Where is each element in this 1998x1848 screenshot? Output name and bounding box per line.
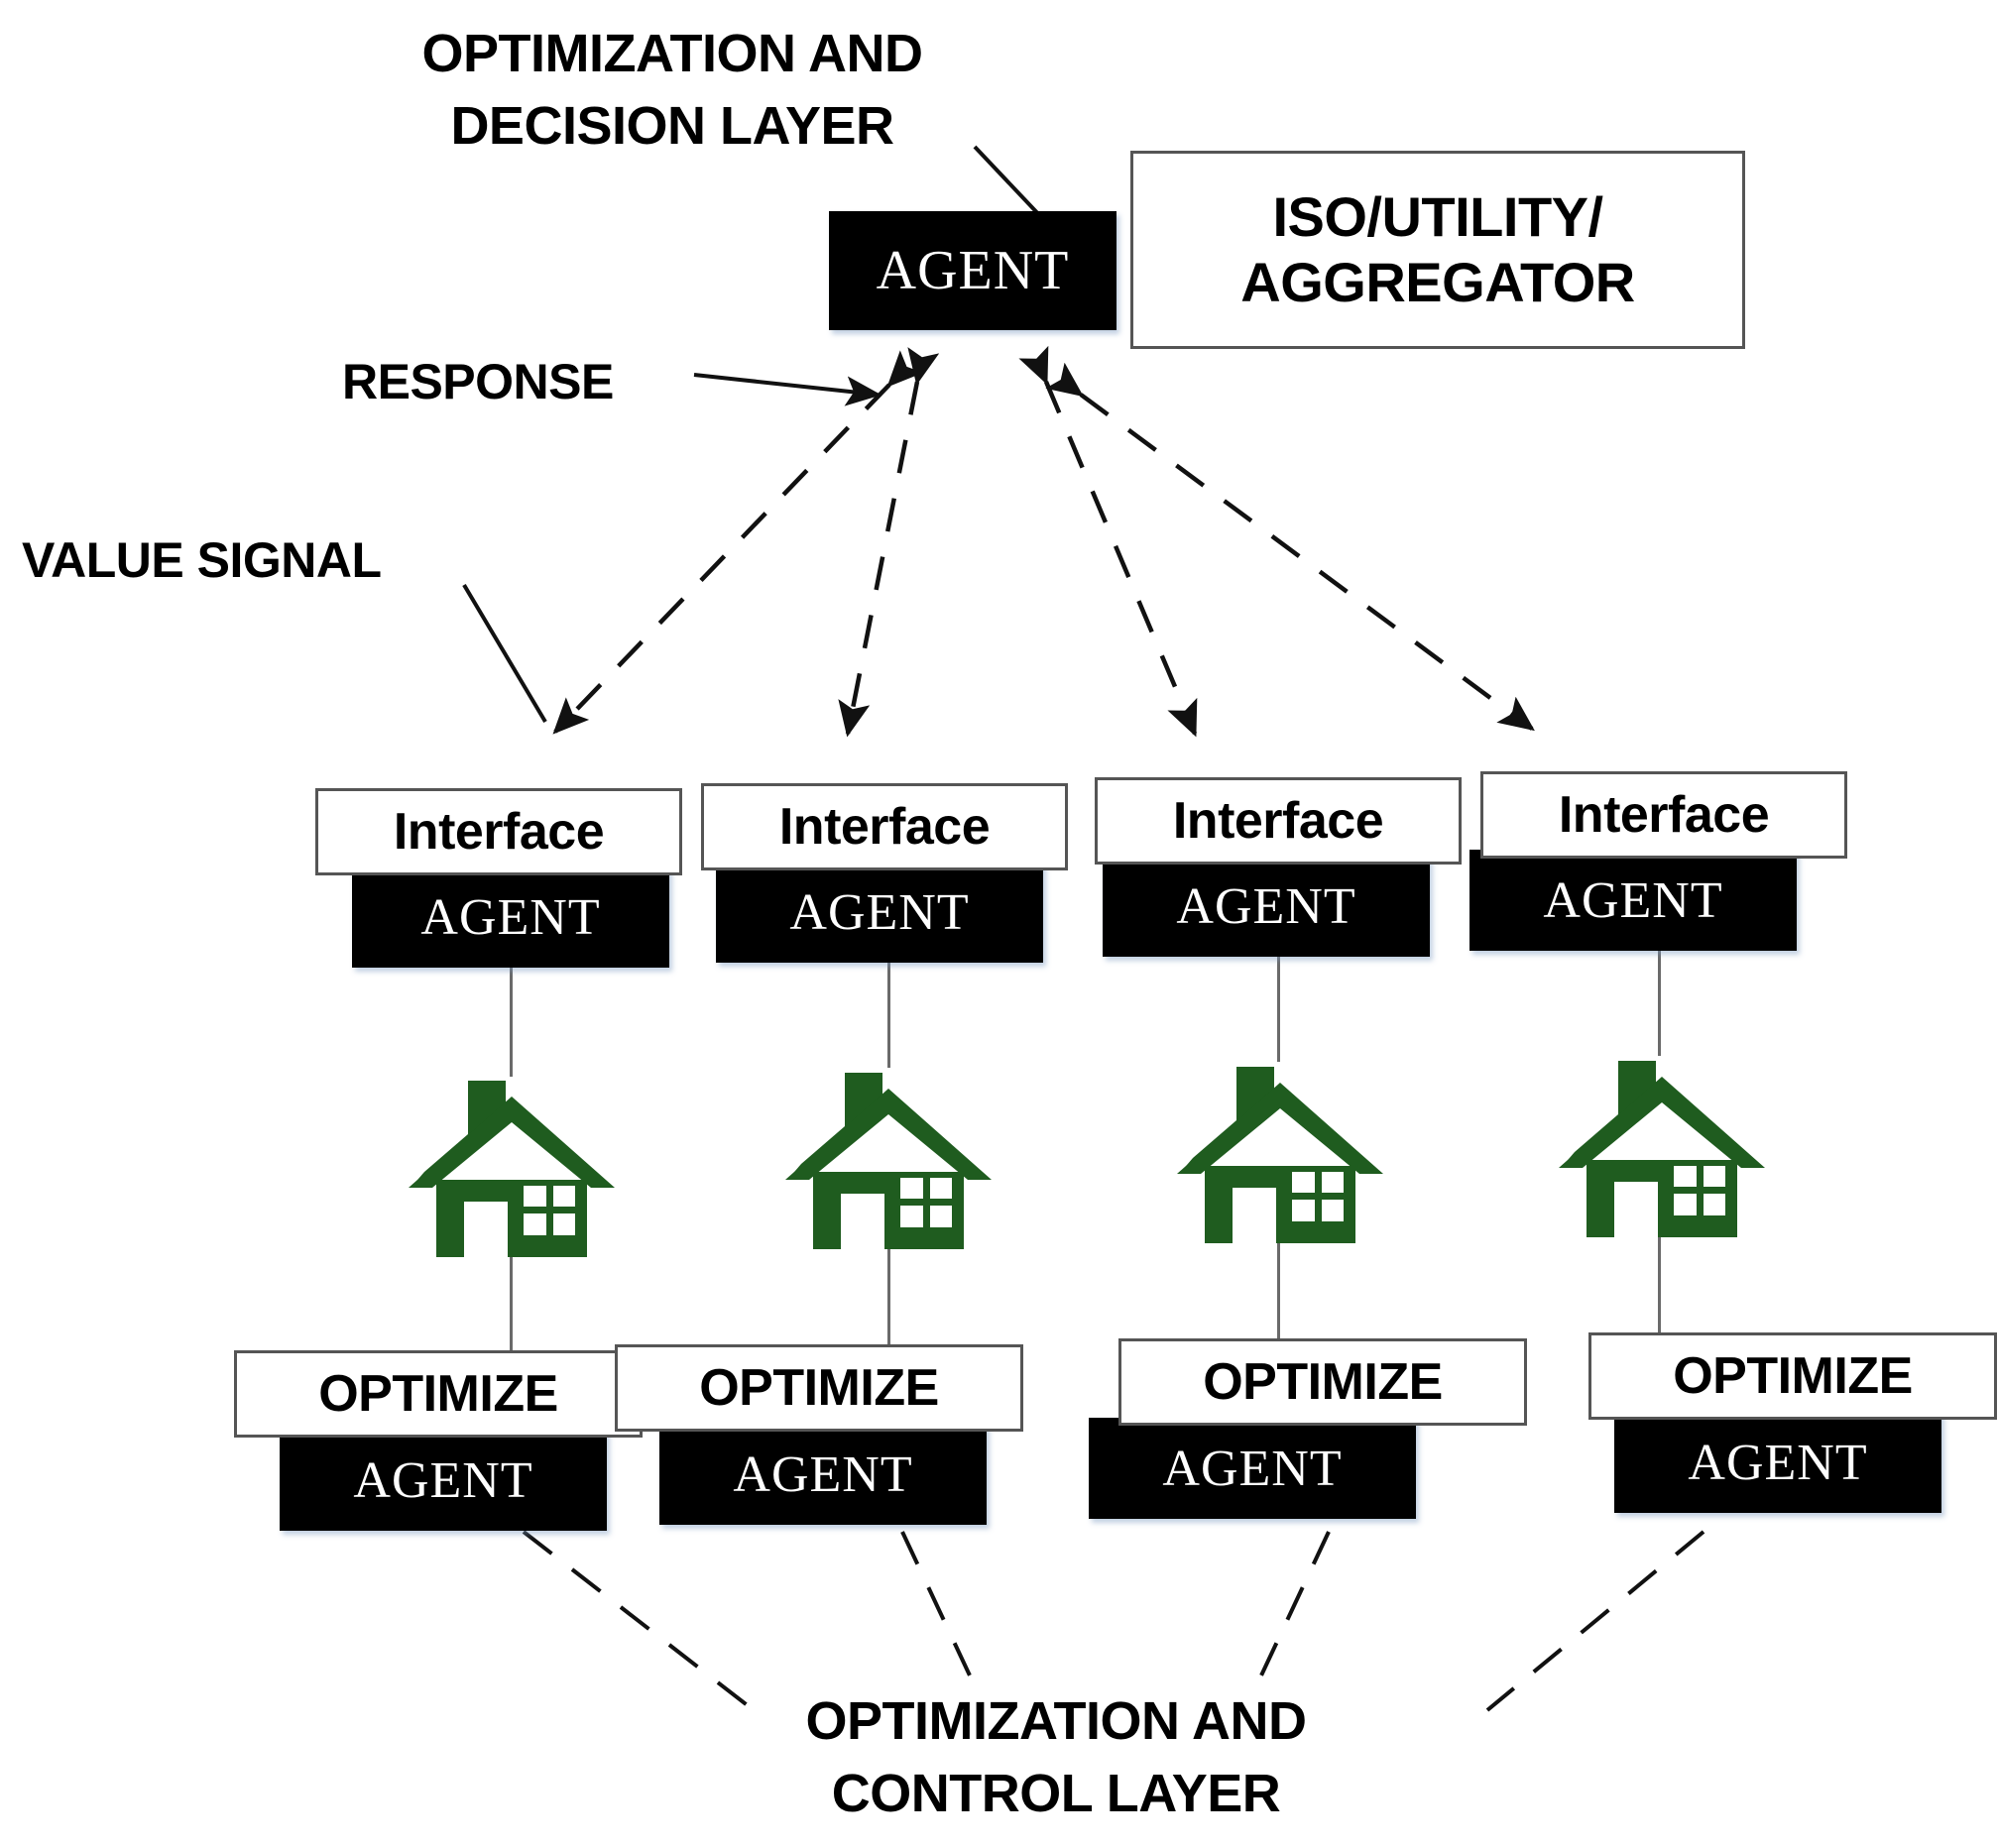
connector-house-optimize-col4 (1658, 1227, 1661, 1338)
interface-box-col2[interactable]: Interface (701, 783, 1068, 870)
leader-control-layer-col2 (900, 1531, 972, 1676)
optimize-agent-label-col3: AGENT (1162, 1440, 1343, 1497)
interface-box-col3[interactable]: Interface (1095, 777, 1462, 865)
interface-agent-label-col1: AGENT (420, 888, 601, 946)
leader-control-layer-col1 (522, 1530, 756, 1712)
optimize-label-col2: OPTIMIZE (699, 1359, 939, 1417)
leader-response (693, 373, 881, 406)
control-layer-line2: CONTROL LAYER (831, 1763, 1281, 1823)
top-agent-label: AGENT (876, 240, 1070, 301)
interface-label-col1: Interface (393, 803, 605, 861)
interface-label-col3: Interface (1172, 792, 1384, 850)
interface-agent-box-col3[interactable]: AGENT (1103, 856, 1430, 957)
interface-label-col4: Interface (1558, 786, 1770, 844)
optimize-label-col1: OPTIMIZE (318, 1365, 558, 1423)
interface-agent-box-col2[interactable]: AGENT (716, 862, 1043, 963)
leader-control-layer-col4 (1485, 1530, 1705, 1712)
interface-agent-box-col1[interactable]: AGENT (352, 866, 669, 968)
interface-agent-label-col2: AGENT (789, 883, 970, 941)
dashed-link-col2 (838, 347, 940, 738)
connector-agent-house-col3 (1277, 957, 1280, 1062)
iso-line1: ISO/UTILITY/ (1272, 184, 1603, 248)
connector-house-optimize-col1 (510, 1247, 513, 1358)
house-icon-col1 (407, 1069, 617, 1257)
optimize-agent-box-col4[interactable]: AGENT (1614, 1412, 1941, 1513)
optimize-agent-box-col1[interactable]: AGENT (280, 1430, 607, 1531)
annotation-value-signal: VALUE SIGNAL (22, 532, 382, 588)
optimize-agent-box-col3[interactable]: AGENT (1089, 1418, 1416, 1519)
interface-agent-label-col3: AGENT (1176, 877, 1356, 935)
dashed-link-col3 (1018, 345, 1198, 738)
dashed-link-col1 (552, 350, 924, 735)
page-title-control-layer: OPTIMIZATION AND CONTROL LAYER (724, 1685, 1388, 1830)
optimize-box-col4[interactable]: OPTIMIZE (1588, 1332, 1997, 1420)
iso-utility-aggregator-box[interactable]: ISO/UTILITY/ AGGREGATOR (1130, 151, 1745, 349)
optimize-box-col2[interactable]: OPTIMIZE (615, 1344, 1023, 1432)
page-title-decision-layer: OPTIMIZATION AND DECISION LAYER (345, 18, 999, 163)
house-icon-col3 (1175, 1055, 1385, 1243)
interface-box-col4[interactable]: Interface (1480, 771, 1847, 859)
optimize-label-col4: OPTIMIZE (1673, 1347, 1913, 1405)
dashed-link-col4 (1045, 362, 1535, 732)
annotation-response: RESPONSE (342, 354, 614, 409)
optimize-agent-box-col2[interactable]: AGENT (659, 1424, 987, 1525)
optimize-label-col3: OPTIMIZE (1203, 1353, 1443, 1411)
decision-layer-line2: DECISION LAYER (450, 95, 894, 156)
house-icon-col4 (1557, 1049, 1767, 1237)
optimize-box-col1[interactable]: OPTIMIZE (234, 1350, 643, 1438)
top-agent-box[interactable]: AGENT (829, 211, 1117, 330)
leader-value-signal (462, 583, 547, 724)
decision-layer-line1: OPTIMIZATION AND (421, 24, 923, 83)
connector-agent-house-col2 (887, 963, 890, 1068)
interface-agent-label-col4: AGENT (1543, 871, 1723, 929)
interface-box-col1[interactable]: Interface (315, 788, 682, 875)
interface-agent-box-col4[interactable]: AGENT (1469, 850, 1797, 951)
leader-control-layer-col3 (1259, 1531, 1331, 1676)
connector-agent-house-col4 (1658, 951, 1661, 1056)
control-layer-line1: OPTIMIZATION AND (805, 1691, 1307, 1751)
connector-house-optimize-col3 (1277, 1233, 1280, 1344)
optimize-agent-label-col2: AGENT (733, 1445, 913, 1503)
optimize-box-col3[interactable]: OPTIMIZE (1118, 1338, 1527, 1426)
iso-line2: AGGREGATOR (1240, 251, 1635, 313)
connector-house-optimize-col2 (887, 1239, 890, 1350)
optimize-agent-label-col4: AGENT (1688, 1434, 1868, 1491)
connector-agent-house-col1 (510, 968, 513, 1077)
interface-label-col2: Interface (778, 798, 991, 856)
house-icon-col2 (783, 1061, 994, 1249)
optimize-agent-label-col1: AGENT (353, 1451, 533, 1509)
